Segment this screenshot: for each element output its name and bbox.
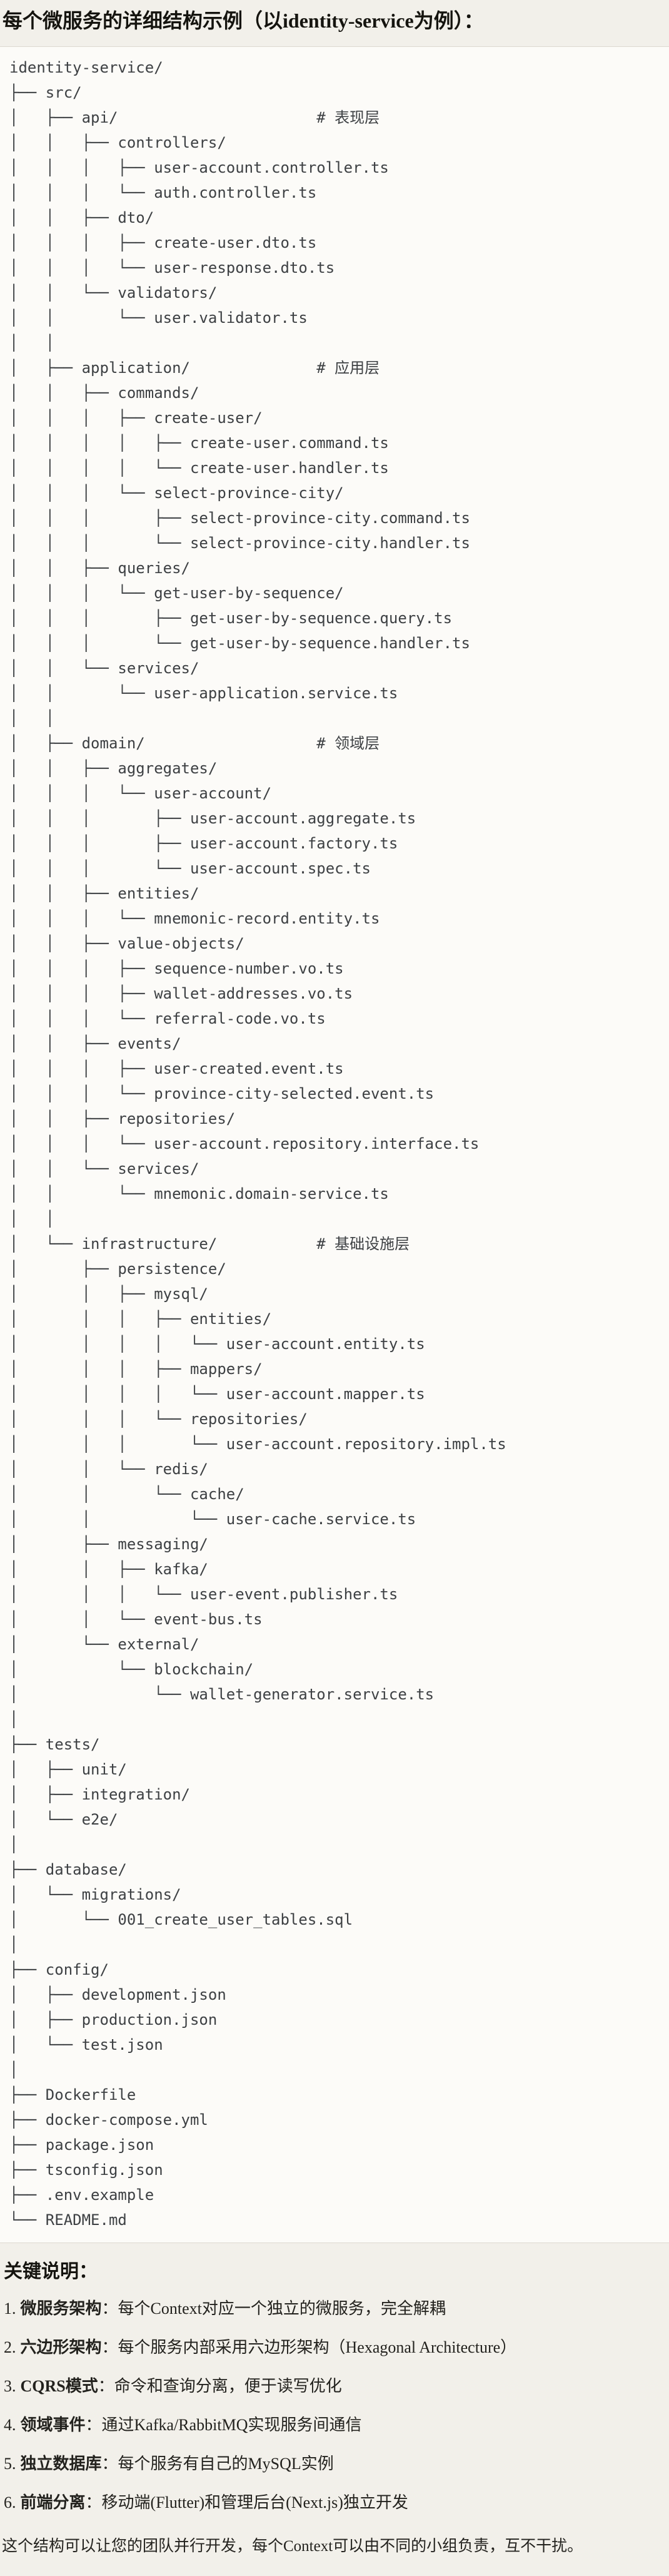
note-item: 4.领域事件：通过Kafka/RabbitMQ实现服务间通信 xyxy=(4,2415,669,2436)
note-term: 独立数据库 xyxy=(20,2455,102,2473)
note-colon: ： xyxy=(98,2377,114,2395)
note-description: 每个Context对应一个独立的微服务，完全解耦 xyxy=(118,2299,446,2318)
note-description: 移动端(Flutter)和管理后台(Next.js)独立开发 xyxy=(101,2493,408,2512)
note-description: 通过Kafka/RabbitMQ实现服务间通信 xyxy=(101,2416,362,2434)
key-notes-list: 1.微服务架构：每个Context对应一个独立的微服务，完全解耦 2.六边形架构… xyxy=(0,2298,669,2513)
note-number: 2. xyxy=(4,2338,16,2356)
note-colon: ： xyxy=(101,2455,118,2473)
note-item: 5.独立数据库：每个服务有自己的MySQL实例 xyxy=(4,2453,669,2475)
note-description: 每个服务有自己的MySQL实例 xyxy=(118,2455,334,2473)
note-item: 2.六边形架构：每个服务内部采用六边形架构（Hexagonal Architec… xyxy=(4,2337,669,2358)
page-title: 每个微服务的详细结构示例（以identity-service为例）： xyxy=(3,9,484,32)
key-notes-heading: 关键说明： xyxy=(4,2261,98,2282)
key-notes-section: 关键说明： 1.微服务架构：每个Context对应一个独立的微服务，完全解耦 2… xyxy=(0,2259,669,2557)
directory-tree-text: identity-service/ ├── src/ │ ├── api/ # … xyxy=(9,59,506,2229)
note-term: 六边形架构 xyxy=(20,2338,102,2356)
note-number: 1. xyxy=(4,2299,16,2318)
note-term: 前端分离 xyxy=(20,2493,86,2512)
note-colon: ： xyxy=(85,2493,102,2512)
closing-paragraph: 这个结构可以让您的团队并行开发，每个Context可以由不同的小组负责，互不干扰… xyxy=(2,2538,583,2555)
note-colon: ： xyxy=(101,2299,118,2318)
note-colon: ： xyxy=(85,2416,102,2434)
note-number: 5. xyxy=(4,2455,16,2473)
note-number: 6. xyxy=(4,2493,16,2512)
note-item: 1.微服务架构：每个Context对应一个独立的微服务，完全解耦 xyxy=(4,2298,669,2319)
note-term: 微服务架构 xyxy=(20,2299,102,2318)
note-term: CQRS模式 xyxy=(20,2377,98,2395)
note-item: 6.前端分离：移动端(Flutter)和管理后台(Next.js)独立开发 xyxy=(4,2492,669,2513)
directory-tree-code: identity-service/ ├── src/ │ ├── api/ # … xyxy=(9,55,663,2232)
note-description: 命令和查询分离，便于读写优化 xyxy=(114,2377,342,2395)
note-number: 3. xyxy=(4,2377,16,2395)
code-block: identity-service/ ├── src/ │ ├── api/ # … xyxy=(0,46,669,2243)
note-description: 每个服务内部采用六边形架构（Hexagonal Architecture） xyxy=(118,2338,517,2356)
note-item: 3.CQRS模式：命令和查询分离，便于读写优化 xyxy=(4,2376,669,2397)
note-term: 领域事件 xyxy=(20,2416,86,2434)
page: { "page": { "title": "每个微服务的详细结构示例（以iden… xyxy=(0,8,669,2557)
note-colon: ： xyxy=(101,2338,118,2356)
note-number: 4. xyxy=(4,2416,16,2434)
